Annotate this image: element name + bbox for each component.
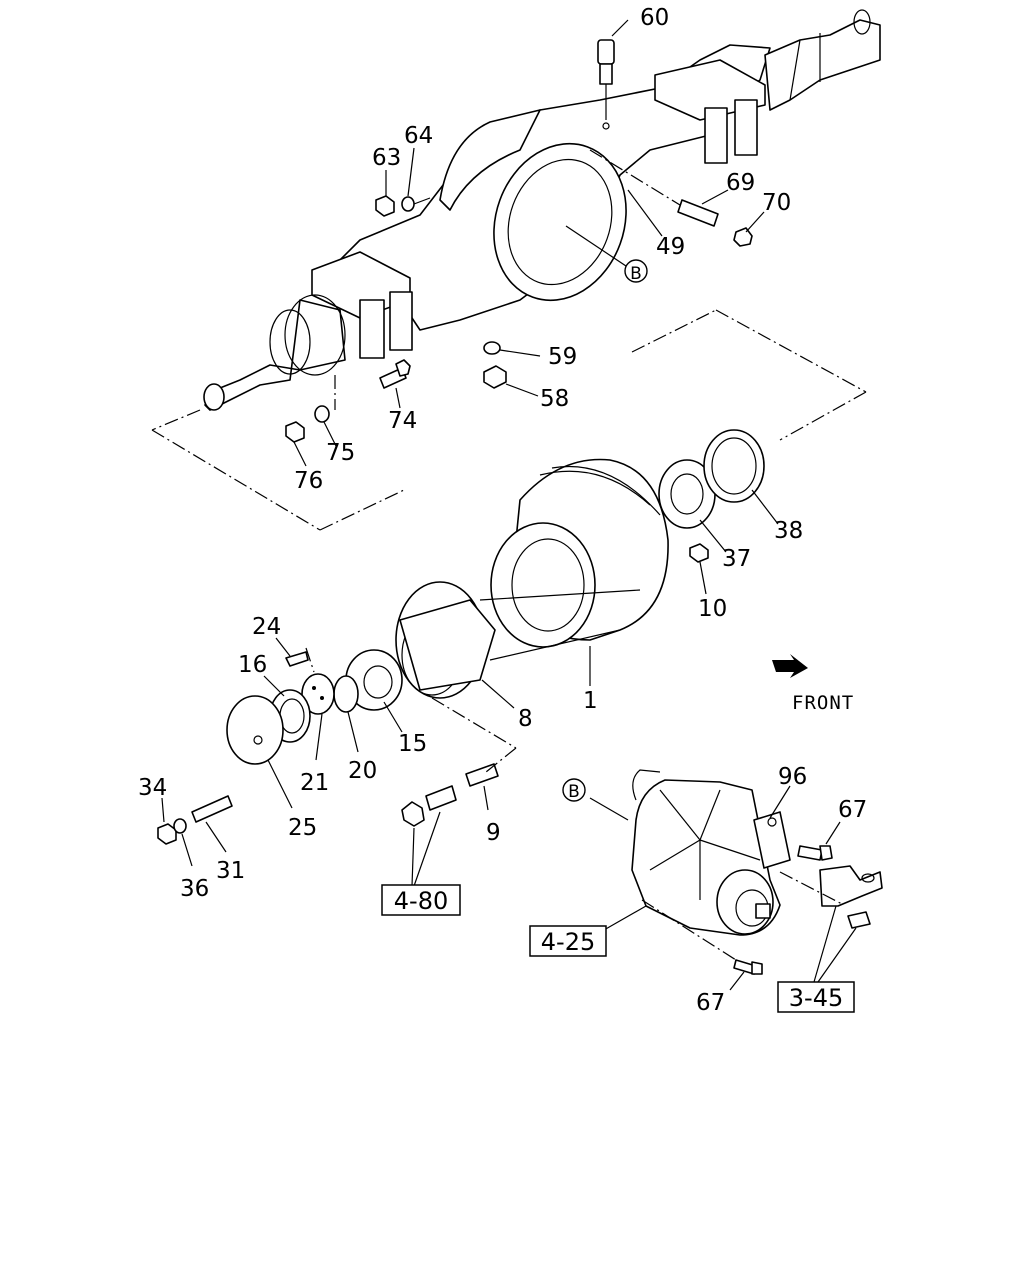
section-ref-4-25[interactable]: 4-25 [529,925,607,957]
callout-37: 37 [722,546,751,572]
callout-76: 76 [294,468,323,494]
callout-70: 70 [762,190,791,216]
axle-housing [151,9,881,531]
leader-lines [161,19,857,991]
callout-69: 69 [726,170,755,196]
callout-64: 64 [404,123,433,149]
callout-20: 20 [348,758,377,784]
callout-16: 16 [238,652,267,678]
callout-60: 60 [640,5,669,31]
section-ref-3-45[interactable]: 3-45 [777,981,855,1013]
callout-74: 74 [388,408,417,434]
callout-8: 8 [518,706,533,732]
hub-drum-assembly [157,429,765,845]
callout-24: 24 [252,614,281,640]
section-ref-4-80-text: 4-80 [394,887,448,915]
arrow-right-icon [772,654,808,678]
circled-ref-b-top-text: B [630,264,642,284]
front-label: FRONT [792,692,854,714]
callout-38: 38 [774,518,803,544]
callout-9: 9 [486,820,501,846]
callout-31: 31 [216,858,245,884]
callout-59: 59 [548,344,577,370]
callout-96: 96 [778,764,807,790]
callout-67-upper: 67 [838,797,867,823]
callout-58: 58 [540,386,569,412]
callout-75: 75 [326,440,355,466]
circled-ref-b-bottom: B [562,778,586,802]
callout-21: 21 [300,770,329,796]
circled-ref-b-top: B [624,259,648,284]
differential-carrier [631,769,883,975]
section-ref-4-80[interactable]: 4-80 [381,884,461,916]
callout-25: 25 [288,815,317,841]
part-callouts: 60 64 63 69 70 49 59 58 74 75 76 38 37 1… [138,5,867,1016]
circled-ref-b-bottom-text: B [568,782,580,802]
section-ref-4-25-text: 4-25 [541,928,595,956]
callout-34: 34 [138,775,167,801]
callout-67-lower: 67 [696,990,725,1016]
callout-10: 10 [698,596,727,622]
section-ref-3-45-text: 3-45 [789,984,843,1012]
callout-63: 63 [372,145,401,171]
callout-15: 15 [398,731,427,757]
callout-49: 49 [656,234,685,260]
callout-1: 1 [583,688,598,714]
callout-36: 36 [180,876,209,902]
front-direction-indicator: FRONT [772,654,854,714]
